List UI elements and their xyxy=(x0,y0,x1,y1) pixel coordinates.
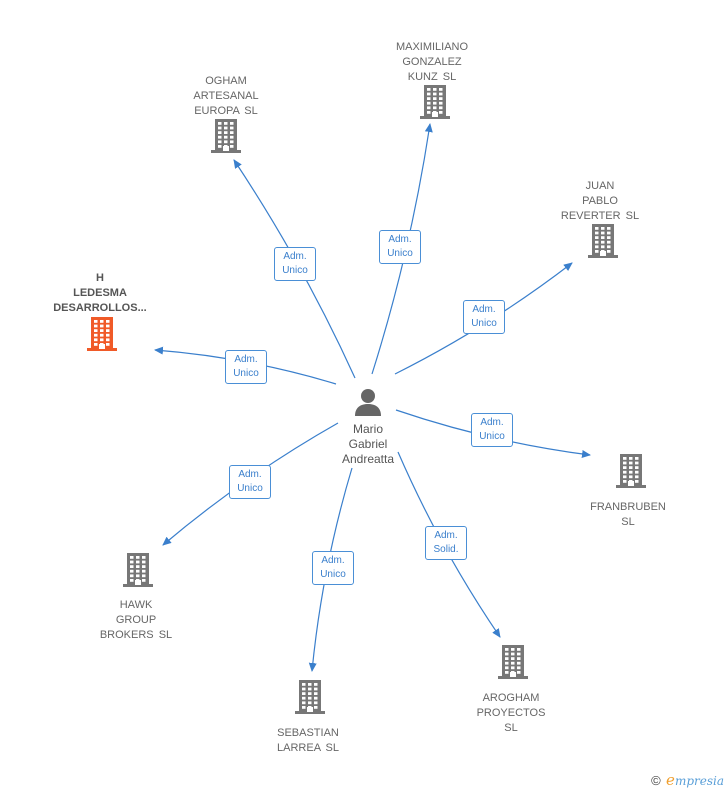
company-label-line: OGHAM xyxy=(205,75,247,87)
company-label-line: FRANBRUBEN xyxy=(590,501,666,513)
company-label-line: HAWK xyxy=(119,599,153,611)
building-icon[interactable] xyxy=(294,679,326,720)
role-badge-line: Adm. xyxy=(472,304,496,315)
role-badge-line: Unico xyxy=(387,248,413,259)
company-label-line: SEBASTIAN xyxy=(277,727,339,739)
building-icon[interactable] xyxy=(615,453,647,494)
role-badge-line: Adm. xyxy=(480,417,504,428)
building-icon[interactable] xyxy=(419,84,451,125)
company-label-ogham[interactable]: OGHAM ARTESANAL EUROPA SL xyxy=(146,74,306,119)
company-label-line: SL xyxy=(504,722,518,734)
company-label-line: DESARROLLOS... xyxy=(53,302,147,314)
brand-logo[interactable]: empresia xyxy=(666,771,724,789)
building-icon[interactable] xyxy=(210,118,242,159)
center-person-name[interactable]: Mario Gabriel Andreatta xyxy=(318,422,418,467)
role-badge-line: Adm. xyxy=(283,251,307,262)
building-icon[interactable] xyxy=(122,552,154,593)
role-badge-juan[interactable]: Adm. Unico xyxy=(463,300,505,334)
role-badge-h-ledesma[interactable]: Adm. Unico xyxy=(225,350,267,384)
brand-initial: e xyxy=(666,771,675,789)
company-label-line: H xyxy=(96,272,104,284)
role-badge-line: Unico xyxy=(282,265,308,276)
company-label-line: PROYECTOS xyxy=(476,707,546,719)
company-label-line: GROUP xyxy=(115,614,157,626)
center-name-line: Mario xyxy=(352,422,383,436)
role-badge-franbruben[interactable]: Adm. Unico xyxy=(471,413,513,447)
company-label-sebastian[interactable]: SEBASTIAN LARREA SL xyxy=(228,726,388,756)
role-badge-hawk[interactable]: Adm. Unico xyxy=(229,465,271,499)
building-icon-highlight[interactable] xyxy=(86,316,118,357)
company-label-line: ARTESANAL xyxy=(193,90,259,102)
role-badge-arogham[interactable]: Adm. Solid. xyxy=(425,526,467,560)
building-icon[interactable] xyxy=(497,644,529,685)
role-badge-ogham[interactable]: Adm. Unico xyxy=(274,247,316,281)
company-label-line: EUROPA SL xyxy=(194,105,258,117)
company-label-line: PABLO xyxy=(582,195,618,207)
company-label-line: GONZALEZ xyxy=(402,56,462,68)
role-badge-line: Unico xyxy=(471,318,497,329)
company-label-h-ledesma[interactable]: H LEDESMA DESARROLLOS... xyxy=(20,271,180,316)
role-badge-line: Unico xyxy=(479,431,505,442)
company-label-maximiliano[interactable]: MAXIMILIANO GONZALEZ KUNZ SL xyxy=(352,40,512,85)
role-badge-line: Adm. xyxy=(234,354,258,365)
company-label-line: LEDESMA xyxy=(73,287,127,299)
company-label-line: AROGHAM xyxy=(482,692,540,704)
role-badge-line: Solid. xyxy=(433,544,459,555)
role-badge-line: Adm. xyxy=(238,469,262,480)
company-label-juan[interactable]: JUAN PABLO REVERTER SL xyxy=(520,179,680,224)
company-label-line: KUNZ SL xyxy=(407,71,457,83)
role-badge-line: Unico xyxy=(233,368,259,379)
role-badge-line: Adm. xyxy=(388,234,412,245)
company-label-line: SL xyxy=(621,516,635,528)
center-name-line: Gabriel xyxy=(348,437,388,451)
building-icon[interactable] xyxy=(587,223,619,264)
role-badge-line: Unico xyxy=(237,483,263,494)
brand-rest: mpresia xyxy=(674,774,724,788)
footer-brand: © empresia xyxy=(651,771,724,789)
company-label-arogham[interactable]: AROGHAM PROYECTOS SL xyxy=(431,691,591,736)
role-badge-line: Unico xyxy=(320,569,346,580)
role-badge-maximiliano[interactable]: Adm. Unico xyxy=(379,230,421,264)
company-label-line: MAXIMILIANO xyxy=(395,41,469,53)
company-label-hawk[interactable]: HAWK GROUP BROKERS SL xyxy=(56,598,216,643)
role-badge-line: Adm. xyxy=(321,555,345,566)
company-label-line: BROKERS SL xyxy=(99,629,173,641)
company-label-line: JUAN xyxy=(585,180,615,192)
company-label-line: LARREA SL xyxy=(277,742,339,754)
center-name-line: Andreatta xyxy=(341,452,395,466)
role-badge-line: Adm. xyxy=(434,530,458,541)
company-label-franbruben[interactable]: FRANBRUBEN SL xyxy=(548,500,708,530)
role-badge-sebastian[interactable]: Adm. Unico xyxy=(312,551,354,585)
company-label-line: REVERTER SL xyxy=(560,210,640,222)
person-icon[interactable] xyxy=(352,386,384,418)
copyright-symbol: © xyxy=(651,773,661,788)
